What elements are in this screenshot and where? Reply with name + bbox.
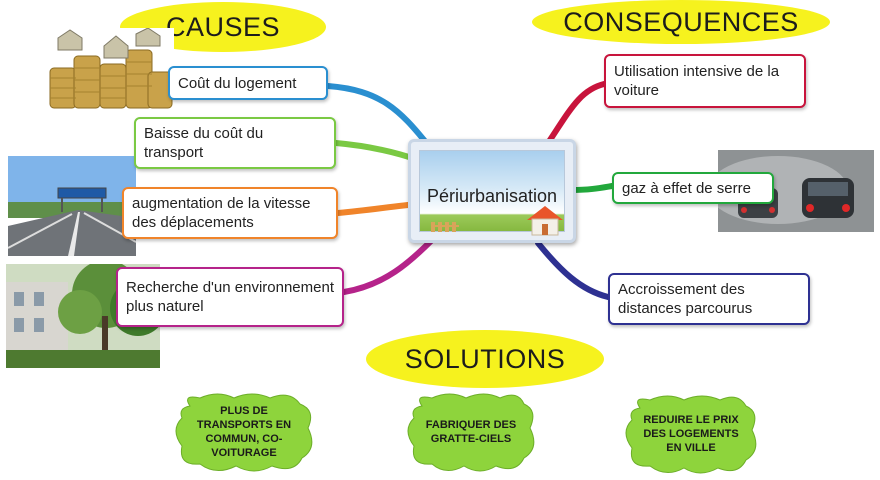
consequence-label: Accroissement des distances parcourus [618,281,753,317]
green-street-photo [6,264,160,368]
cloud-shape [175,393,313,472]
cause-label: Coût du logement [178,74,297,92]
branch-consequence-3 [535,240,611,300]
fence-icon [431,222,459,232]
branch-cause-1 [325,83,431,148]
cloud-shape [625,395,757,474]
consequence-node[interactable]: gaz à effet de serre [612,172,774,204]
solution-label: REDUIRE LE PRIX DES LOGEMENTS EN VILLE [643,414,739,454]
branch-cause-2 [333,140,421,163]
central-topic[interactable]: Périurbanisation [408,139,576,243]
consequences-heading: CONSEQUENCES [532,0,830,44]
solution-label: FABRIQUER DES GRATTE-CIELS [425,419,517,445]
cause-node[interactable]: Coût du logement [168,66,328,100]
cause-node[interactable]: Baisse du coût du transport [134,117,336,169]
solutions-heading: SOLUTIONS [366,330,604,388]
consequence-label: Utilisation intensive de la voiture [614,63,780,99]
cause-label: augmentation de la vitesse des déplaceme… [132,195,311,231]
solution-blob[interactable]: REDUIRE LE PRIX DES LOGEMENTS EN VILLE [622,394,760,474]
consequence-node[interactable]: Accroissement des distances parcourus [608,273,810,325]
branch-consequence-1 [545,81,607,146]
consequence-label: gaz à effet de serre [622,179,751,197]
central-topic-label: Périurbanisation [426,186,558,206]
cause-node[interactable]: augmentation de la vitesse des déplaceme… [122,187,338,239]
branch-cause-4 [341,237,435,295]
cloud-shape [407,393,535,472]
house-icon [527,206,563,236]
consequence-node[interactable]: Utilisation intensive de la voiture [604,54,806,108]
cause-node[interactable]: Recherche d'un environnement plus nature… [116,267,344,327]
coins-photo [44,28,174,110]
branch-consequence-2 [569,183,615,193]
solution-label: PLUS DE TRANSPORTS EN COMMUN, CO-VOITURA… [196,405,292,459]
solution-blob[interactable]: FABRIQUER DES GRATTE-CIELS [404,392,538,472]
cause-label: Recherche d'un environnement plus nature… [126,279,334,315]
branch-cause-3 [335,201,421,216]
highway-photo [8,156,136,256]
cause-label: Baisse du coût du transport [144,125,264,161]
solution-blob[interactable]: PLUS DE TRANSPORTS EN COMMUN, CO-VOITURA… [172,392,316,472]
